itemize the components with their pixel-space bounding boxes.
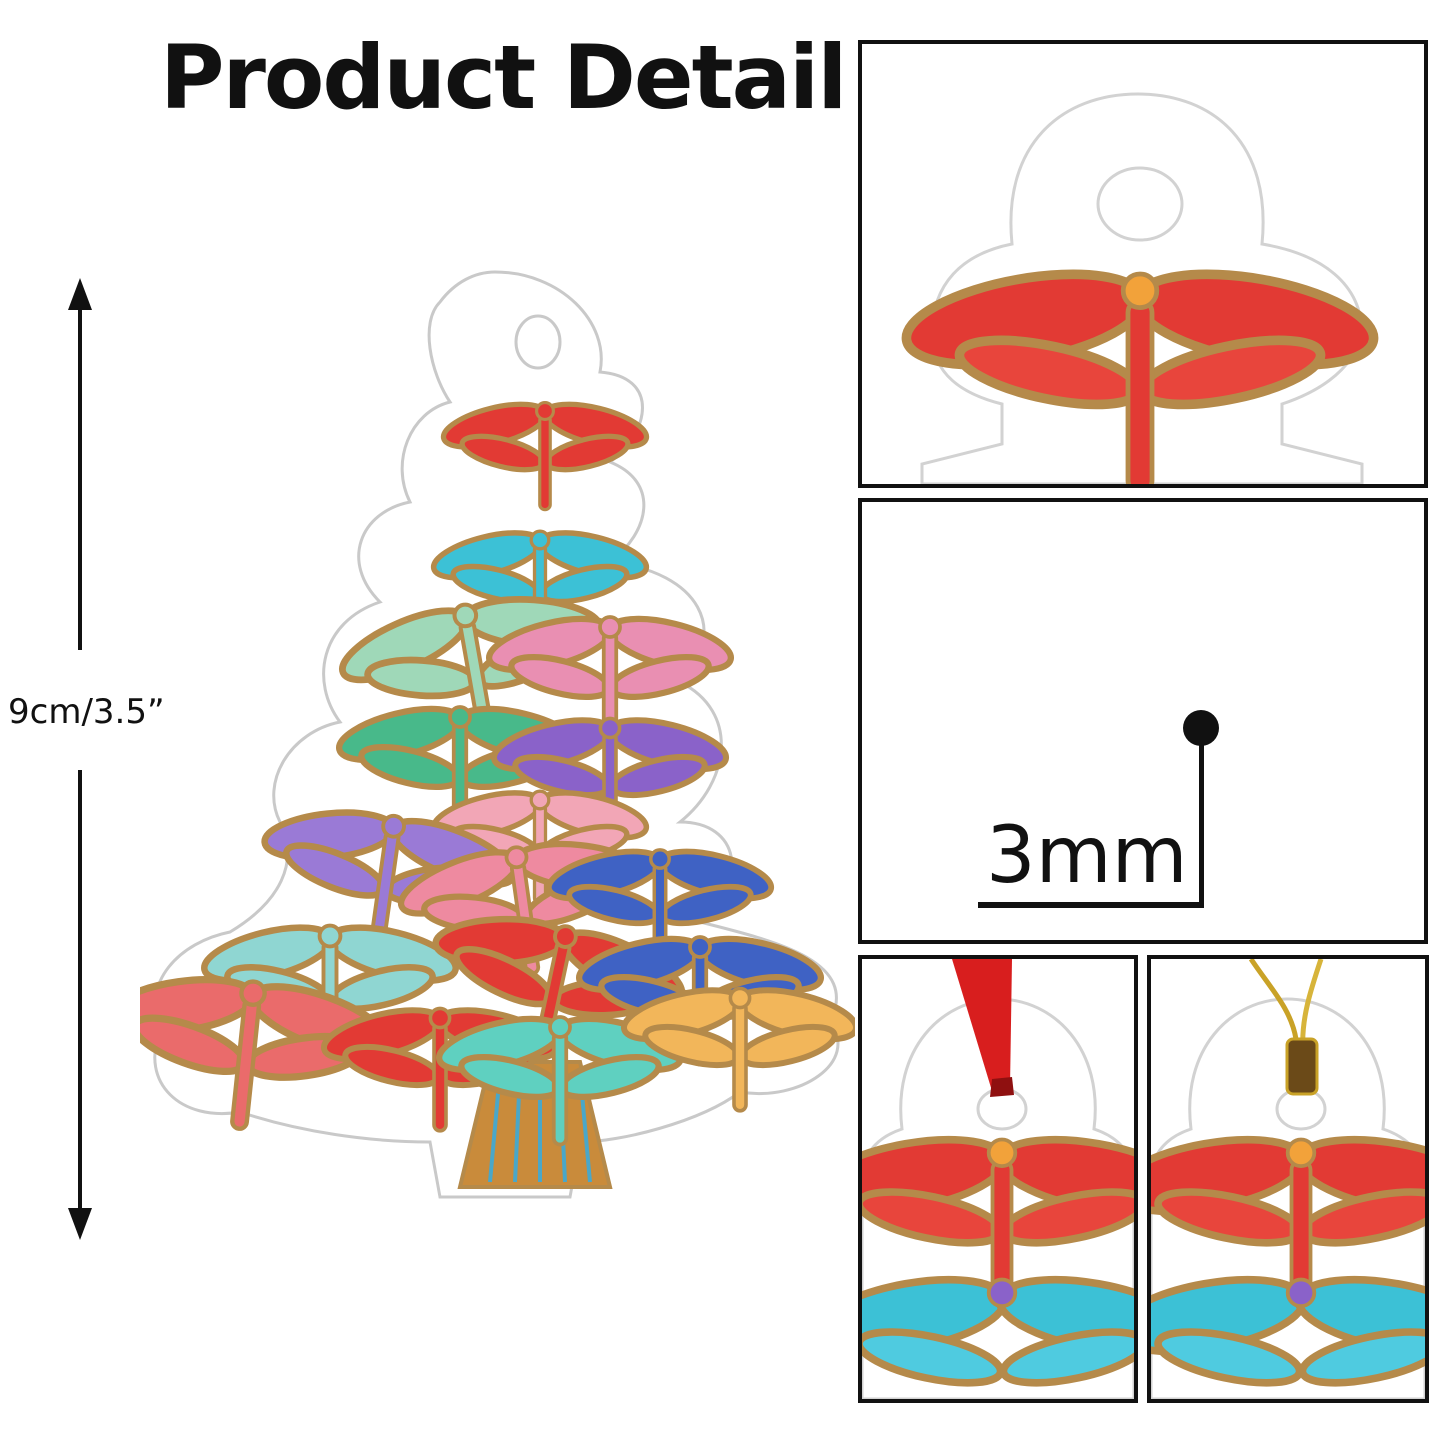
- thickness-label: 3mm: [986, 811, 1188, 901]
- arrow-down-icon: [68, 1208, 92, 1240]
- red-ribbon-hanger-icon: [862, 959, 1134, 1399]
- dimension-line-bottom: [78, 770, 82, 1218]
- page-title: Product Detail: [160, 26, 847, 129]
- dimension-label: 9cm/3.5”: [8, 692, 165, 732]
- dragonfly-closeup-icon: [901, 92, 1379, 484]
- measure-line-vertical: [1199, 728, 1204, 908]
- dimension-line-top: [78, 300, 82, 650]
- detail-panel-gold-string: [1147, 955, 1429, 1403]
- detail-panel-red-ribbon: [858, 955, 1138, 1403]
- dragonfly-tree-ornament-icon: [140, 270, 855, 1199]
- measure-line-horizontal: [978, 902, 1204, 908]
- detail-panel-closeup: [858, 40, 1428, 488]
- gold-string-hanger-icon: [1151, 959, 1425, 1399]
- detail-panel-thickness: [858, 498, 1428, 944]
